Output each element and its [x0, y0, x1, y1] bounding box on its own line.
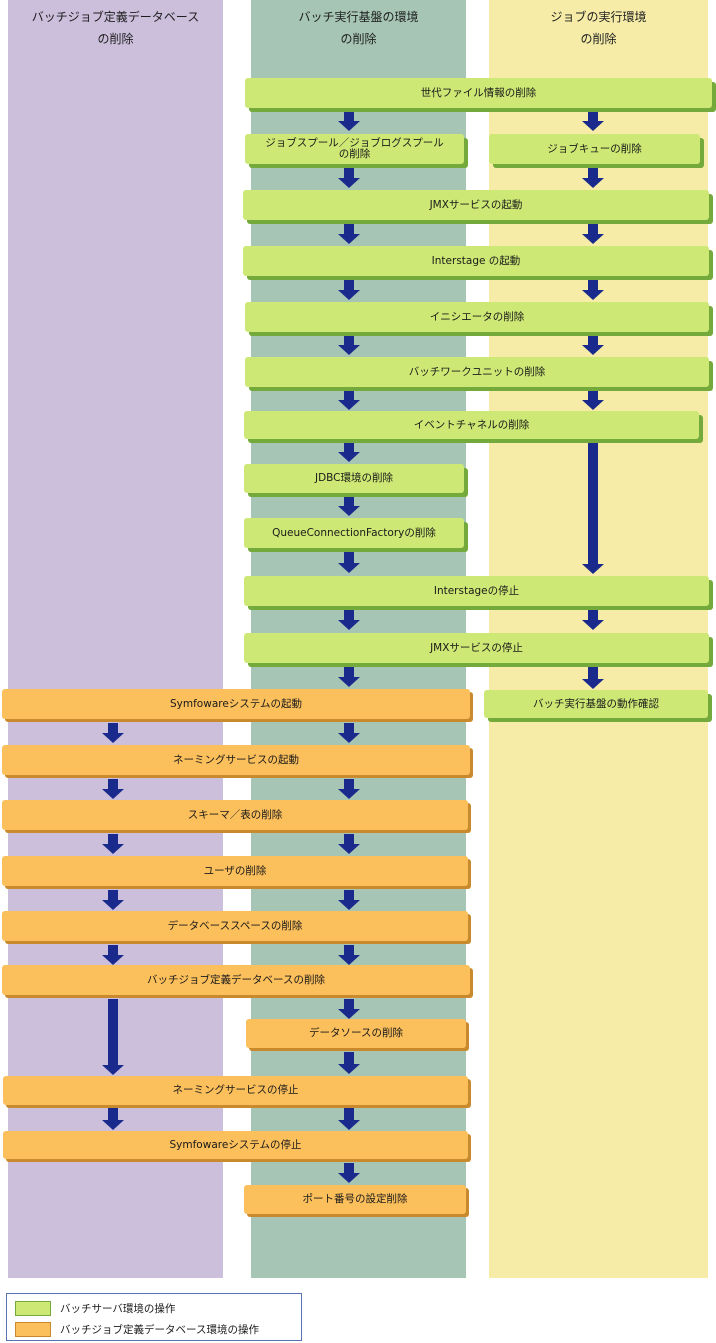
- flow-arrow: [582, 224, 604, 244]
- step-gen-file: 世代ファイル情報の削除: [245, 78, 712, 108]
- step-symfoware-stop: Symfowareシステムの停止: [3, 1131, 468, 1159]
- flow-arrow: [338, 945, 360, 965]
- step-user: ユーザの削除: [2, 856, 468, 886]
- flow-arrow: [338, 551, 360, 573]
- flow-arrow: [338, 723, 360, 743]
- step-event-channel: イベントチャネルの削除: [244, 411, 699, 439]
- step-dbspace: データベーススペースの削除: [2, 911, 468, 941]
- flow-arrow: [102, 890, 124, 910]
- flow-arrow: [582, 442, 604, 574]
- flow-arrow: [338, 1052, 360, 1074]
- flow-arrow: [102, 945, 124, 965]
- flow-arrow: [338, 168, 360, 188]
- flow-arrow: [582, 168, 604, 188]
- step-jmx-start: JMXサービスの起動: [243, 190, 709, 220]
- flow-arrow: [102, 999, 124, 1075]
- legend-swatch-orange: [15, 1321, 51, 1337]
- step-verify: バッチ実行基盤の動作確認: [484, 690, 708, 718]
- step-interstage-stop: Interstageの停止: [244, 576, 709, 606]
- step-jmx-stop: JMXサービスの停止: [244, 633, 709, 663]
- flow-arrow: [338, 280, 360, 300]
- flow-arrow: [338, 890, 360, 910]
- step-qcf: QueueConnectionFactoryの削除: [244, 518, 464, 548]
- flow-arrow: [338, 335, 360, 355]
- flow-arrow: [102, 1108, 124, 1130]
- lane-title-db: バッチジョブ定義データベース の削除: [31, 10, 200, 46]
- step-batch-workunit: バッチワークユニットの削除: [245, 357, 709, 387]
- legend-label-orange: バッチジョブ定義データベース環境の操作: [60, 1323, 259, 1336]
- step-jobqueue: ジョブキューの削除: [489, 134, 700, 164]
- legend-label-green: バッチサーバ環境の操作: [60, 1302, 176, 1315]
- step-symfoware-start: Symfowareシステムの起動: [2, 689, 470, 719]
- legend: バッチサーバ環境の操作 バッチジョブ定義データベース環境の操作: [6, 1293, 302, 1341]
- flow-arrow: [582, 335, 604, 355]
- step-schema: スキーマ／表の削除: [2, 800, 468, 830]
- flow-arrow: [582, 610, 604, 630]
- step-initiator: イニシエータの削除: [245, 302, 709, 332]
- flow-arrow: [338, 111, 360, 131]
- flow-arrow: [582, 667, 604, 689]
- flow-arrow: [582, 390, 604, 410]
- step-batch-db: バッチジョブ定義データベースの削除: [2, 965, 470, 995]
- flow-arrow: [338, 1163, 360, 1183]
- flow-arrow: [102, 723, 124, 743]
- step-port: ポート番号の設定削除: [244, 1185, 466, 1214]
- flow-arrow: [338, 1108, 360, 1130]
- legend-swatch-green: [15, 1300, 51, 1316]
- flow-arrow: [338, 496, 360, 516]
- legend-item-green: バッチサーバ環境の操作: [15, 1300, 175, 1316]
- step-spool: ジョブスプール／ジョブログスプール の削除: [245, 134, 464, 164]
- flow-arrow: [338, 999, 360, 1019]
- step-jdbc: JDBC環境の削除: [244, 464, 464, 493]
- flow-arrow: [338, 390, 360, 410]
- lane-title-exec: バッチ実行基盤の環境 の削除: [298, 10, 419, 46]
- flow-arrow: [338, 834, 360, 854]
- step-naming-stop: ネーミングサービスの停止: [3, 1076, 468, 1105]
- flow-arrow: [338, 224, 360, 244]
- step-interstage-start: Interstage の起動: [243, 246, 709, 276]
- flow-arrow: [102, 779, 124, 799]
- flow-arrow: [582, 280, 604, 300]
- step-naming-start: ネーミングサービスの起動: [2, 745, 470, 775]
- lane-title-job: ジョブの実行環境 の削除: [550, 10, 647, 46]
- flow-arrow: [338, 779, 360, 799]
- flow-arrow: [338, 667, 360, 687]
- step-datasource: データソースの削除: [246, 1019, 466, 1048]
- flow-arrow: [338, 610, 360, 630]
- flow-arrow: [582, 111, 604, 131]
- legend-item-orange: バッチジョブ定義データベース環境の操作: [15, 1321, 259, 1337]
- flow-arrow: [102, 834, 124, 854]
- flow-arrow: [338, 442, 360, 462]
